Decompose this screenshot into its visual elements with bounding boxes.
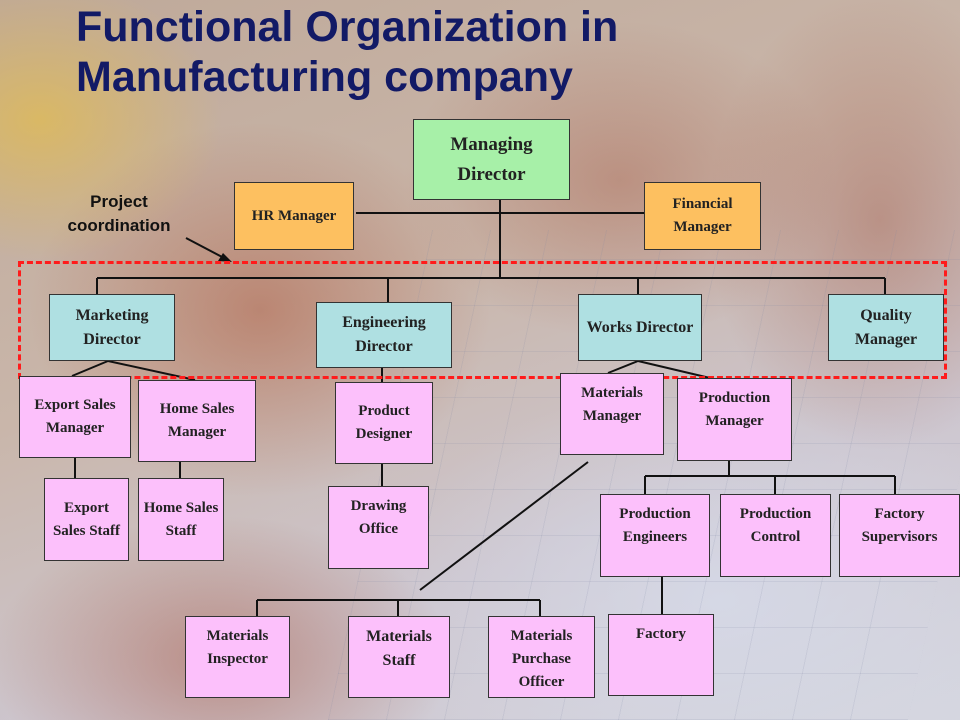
- factory-supervisors-box: Factory Supervisors: [839, 494, 960, 577]
- managing-director-box: Managing Director: [413, 119, 570, 200]
- works-director-box: Works Director: [578, 294, 702, 361]
- export-sales-staff-box: Export Sales Staff: [44, 478, 129, 561]
- materials-inspector-box: Materials Inspector: [185, 616, 290, 698]
- export-sales-manager-box: Export Sales Manager: [19, 376, 131, 458]
- materials-manager-box: Materials Manager: [560, 373, 664, 455]
- production-control-box: Production Control: [720, 494, 831, 577]
- drawing-office-box: Drawing Office: [328, 486, 429, 569]
- materials-purchase-officer-box: Materials Purchase Officer: [488, 616, 595, 698]
- title-line-1: Functional Organization in: [76, 3, 619, 51]
- engineering-director-box: Engineering Director: [316, 302, 452, 368]
- hr-manager-box: HR Manager: [234, 182, 354, 250]
- production-manager-box: Production Manager: [677, 378, 792, 461]
- project-coordination-label: Project coordination: [67, 192, 171, 235]
- title-line-2: Manufacturing company: [76, 53, 573, 101]
- page-title: Functional Organization in Manufacturing…: [76, 2, 618, 102]
- marketing-director-box: Marketing Director: [49, 294, 175, 361]
- materials-staff-box: Materials Staff: [348, 616, 450, 698]
- quality-manager-box: Quality Manager: [828, 294, 944, 361]
- project-coordination-outline: [18, 261, 947, 379]
- production-engineers-box: Production Engineers: [600, 494, 710, 577]
- factory-box: Factory: [608, 614, 714, 696]
- product-designer-box: Product Designer: [335, 382, 433, 464]
- home-sales-manager-box: Home Sales Manager: [138, 380, 256, 462]
- financial-manager-box: Financial Manager: [644, 182, 761, 250]
- home-sales-staff-box: Home Sales Staff: [138, 478, 224, 561]
